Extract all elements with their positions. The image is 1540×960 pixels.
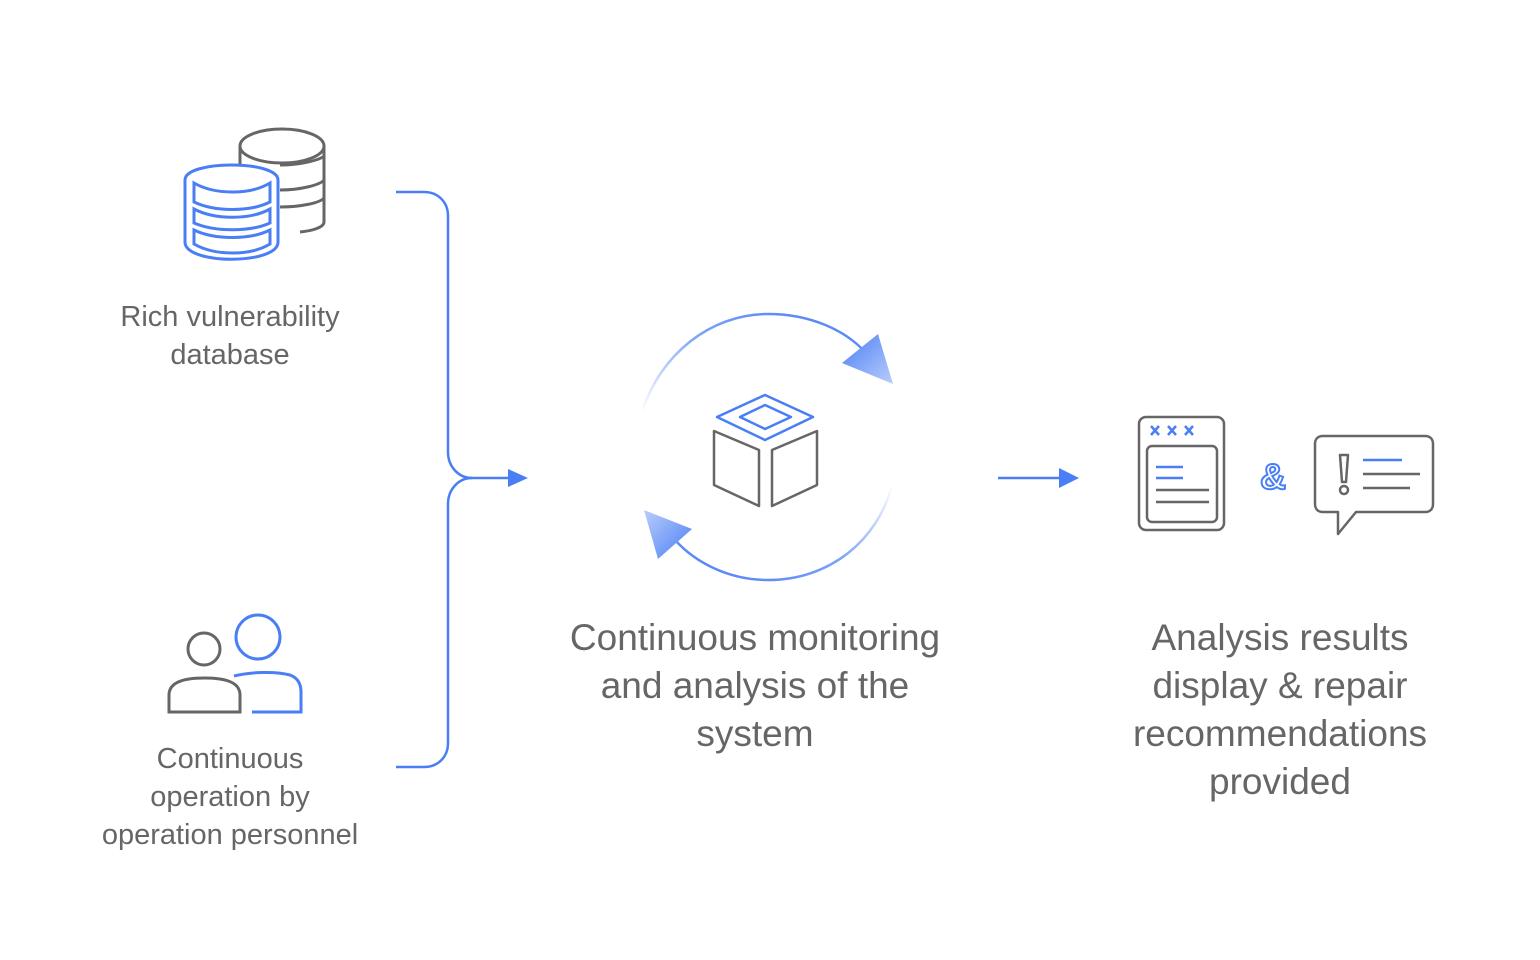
cube-cycle-icon bbox=[640, 312, 894, 582]
ampersand-icon: & bbox=[1259, 455, 1287, 498]
label-line: database bbox=[170, 339, 290, 371]
database-stack-icon bbox=[183, 127, 326, 261]
cycle-arrowhead-top bbox=[842, 334, 893, 384]
label-line: Rich vulnerability bbox=[120, 301, 340, 333]
cycle-arc-top bbox=[640, 312, 866, 413]
label-line: display & repair bbox=[1152, 665, 1408, 706]
label-line: Continuous monitoring bbox=[569, 617, 941, 658]
operation-personnel-label: Continuous operation by operation person… bbox=[60, 740, 400, 854]
process-label: Continuous monitoring and analysis of th… bbox=[505, 614, 1005, 758]
users-icon bbox=[167, 613, 303, 714]
label-line: Analysis results bbox=[1151, 617, 1409, 658]
process-to-output-arrow bbox=[998, 468, 1079, 488]
cycle-arc-bottom bbox=[674, 484, 894, 582]
report-window-icon bbox=[1137, 415, 1226, 532]
output-label: Analysis results display & repair recomm… bbox=[1080, 614, 1480, 806]
label-line: system bbox=[696, 713, 814, 754]
label-line: and analysis of the bbox=[600, 665, 910, 706]
label-line: provided bbox=[1209, 761, 1351, 802]
label-line: Continuous bbox=[156, 743, 304, 775]
label-line: operation personnel bbox=[101, 819, 359, 851]
label-line: recommendations bbox=[1132, 713, 1428, 754]
vulnerability-database-label: Rich vulnerability database bbox=[60, 298, 400, 374]
label-line: operation by bbox=[150, 781, 310, 813]
cycle-arrowhead-bottom bbox=[644, 510, 692, 559]
bracket-arrow-connector bbox=[396, 190, 528, 769]
alert-message-icon bbox=[1313, 434, 1435, 536]
